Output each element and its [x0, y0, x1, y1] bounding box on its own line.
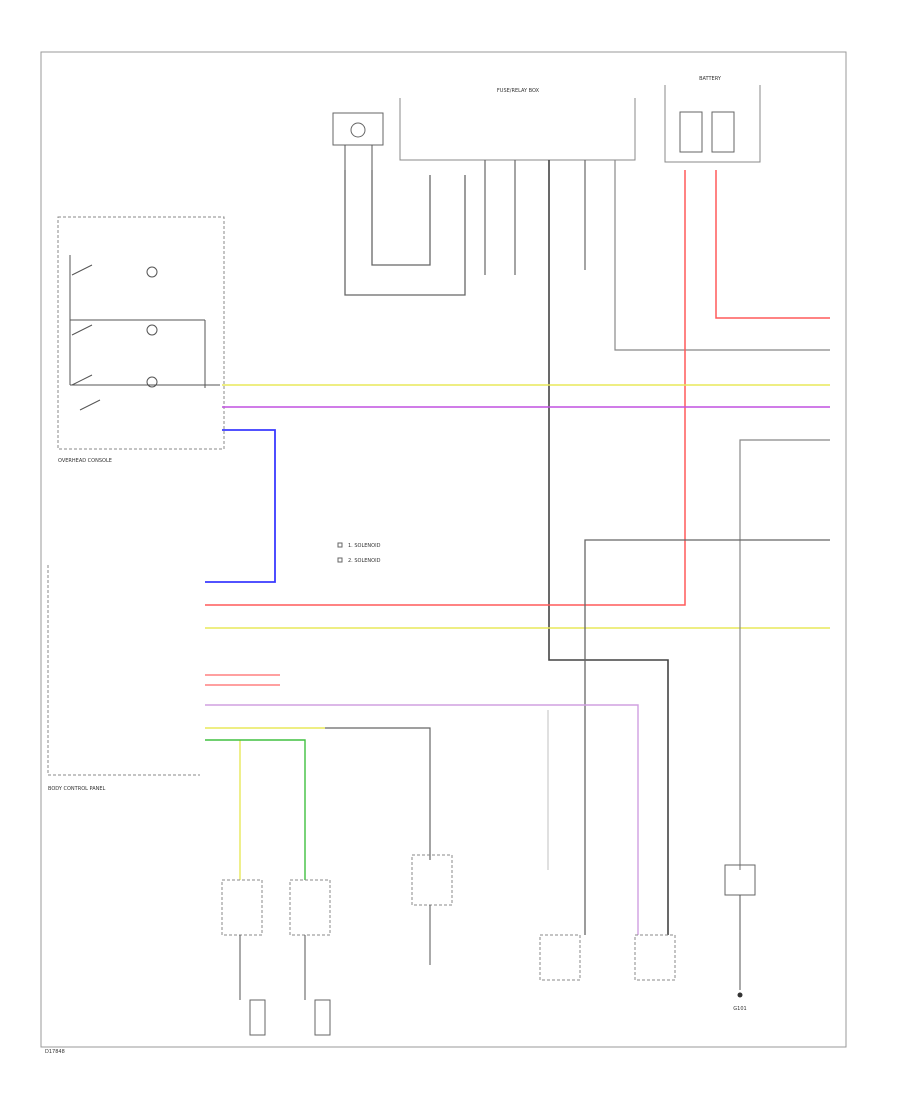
- wire-gray-right-3: [584, 539, 830, 935]
- legend: 1. SOLENOID 2. SOLENOID: [337, 542, 381, 564]
- fuse-box: FUSE/RELAY BOX: [399, 88, 636, 161]
- wire-purple-2: [205, 704, 639, 935]
- legend-square-icon-1: [337, 542, 343, 548]
- wire-gray-mid: [325, 727, 431, 860]
- wire-red-1: [715, 170, 830, 319]
- wire-gray-right: [614, 160, 830, 351]
- wire-black-1: [344, 170, 466, 296]
- wire-blue: [205, 429, 276, 583]
- body-control-panel: BODY CONTROL PANEL: [47, 565, 200, 792]
- ground-label: G101: [733, 1006, 746, 1012]
- wire-red-2: [205, 170, 686, 606]
- wire-black-2: [371, 170, 431, 266]
- battery-box: BATTERY: [664, 76, 761, 163]
- wire-gray-right-2: [739, 439, 830, 870]
- bottom-switches: [221, 854, 756, 1036]
- legend-item-2: 2. SOLENOID: [348, 558, 381, 564]
- fuse-box-label: FUSE/RELAY BOX: [497, 88, 540, 94]
- wire-green: [205, 739, 306, 880]
- overhead-console: OVERHEAD CONSOLE: [57, 216, 225, 464]
- wire-black-main: [548, 160, 669, 935]
- footer-code: D17848: [45, 1049, 65, 1055]
- diagram-frame: [40, 51, 847, 1048]
- overhead-console-label: OVERHEAD CONSOLE: [58, 458, 112, 464]
- battery-box-label: BATTERY: [699, 76, 722, 82]
- body-control-panel-label: BODY CONTROL PANEL: [48, 786, 106, 792]
- top-left-component: [332, 112, 384, 170]
- legend-square-icon-2: [337, 557, 343, 563]
- legend-item-1: 1. SOLENOID: [348, 543, 381, 549]
